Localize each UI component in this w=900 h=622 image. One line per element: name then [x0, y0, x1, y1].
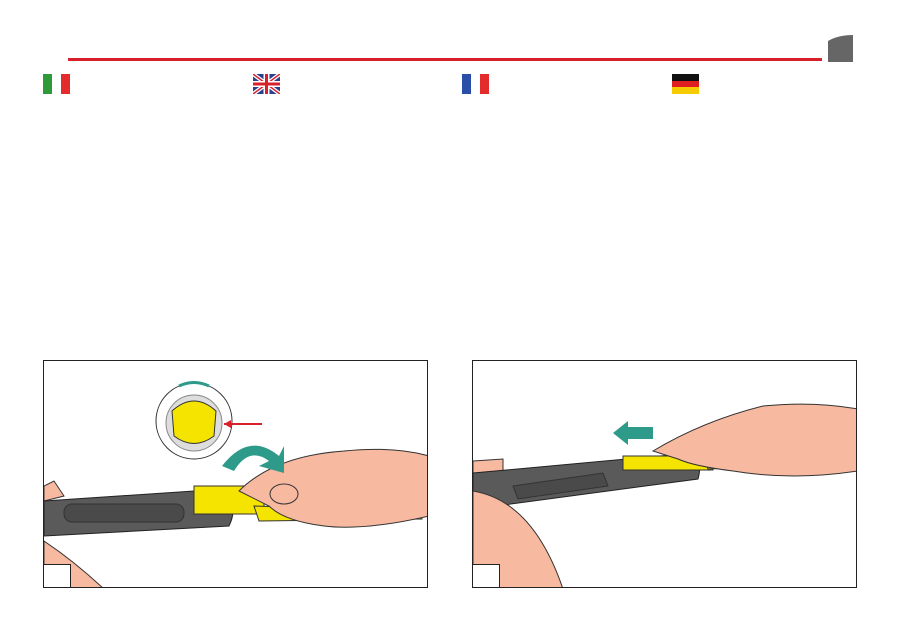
figure-number-box	[473, 564, 500, 587]
left-hand	[473, 490, 563, 587]
right-hand	[238, 448, 427, 528]
header-rule	[68, 58, 822, 61]
page-tab-icon	[828, 35, 853, 62]
french-flag-icon	[462, 74, 489, 94]
german-flag-icon	[672, 74, 699, 94]
italian-flag-icon	[43, 74, 70, 94]
figure-rotate-magazine-cap	[43, 360, 428, 588]
rotate-arrow-icon	[222, 445, 284, 473]
uk-flag-icon	[253, 74, 280, 94]
inset-rotate-arrow-icon	[178, 381, 210, 388]
right-hand	[651, 403, 856, 477]
slide-arrow-icon	[613, 421, 653, 445]
figure-remove-forend	[472, 360, 857, 588]
figure-number-box	[44, 564, 71, 587]
